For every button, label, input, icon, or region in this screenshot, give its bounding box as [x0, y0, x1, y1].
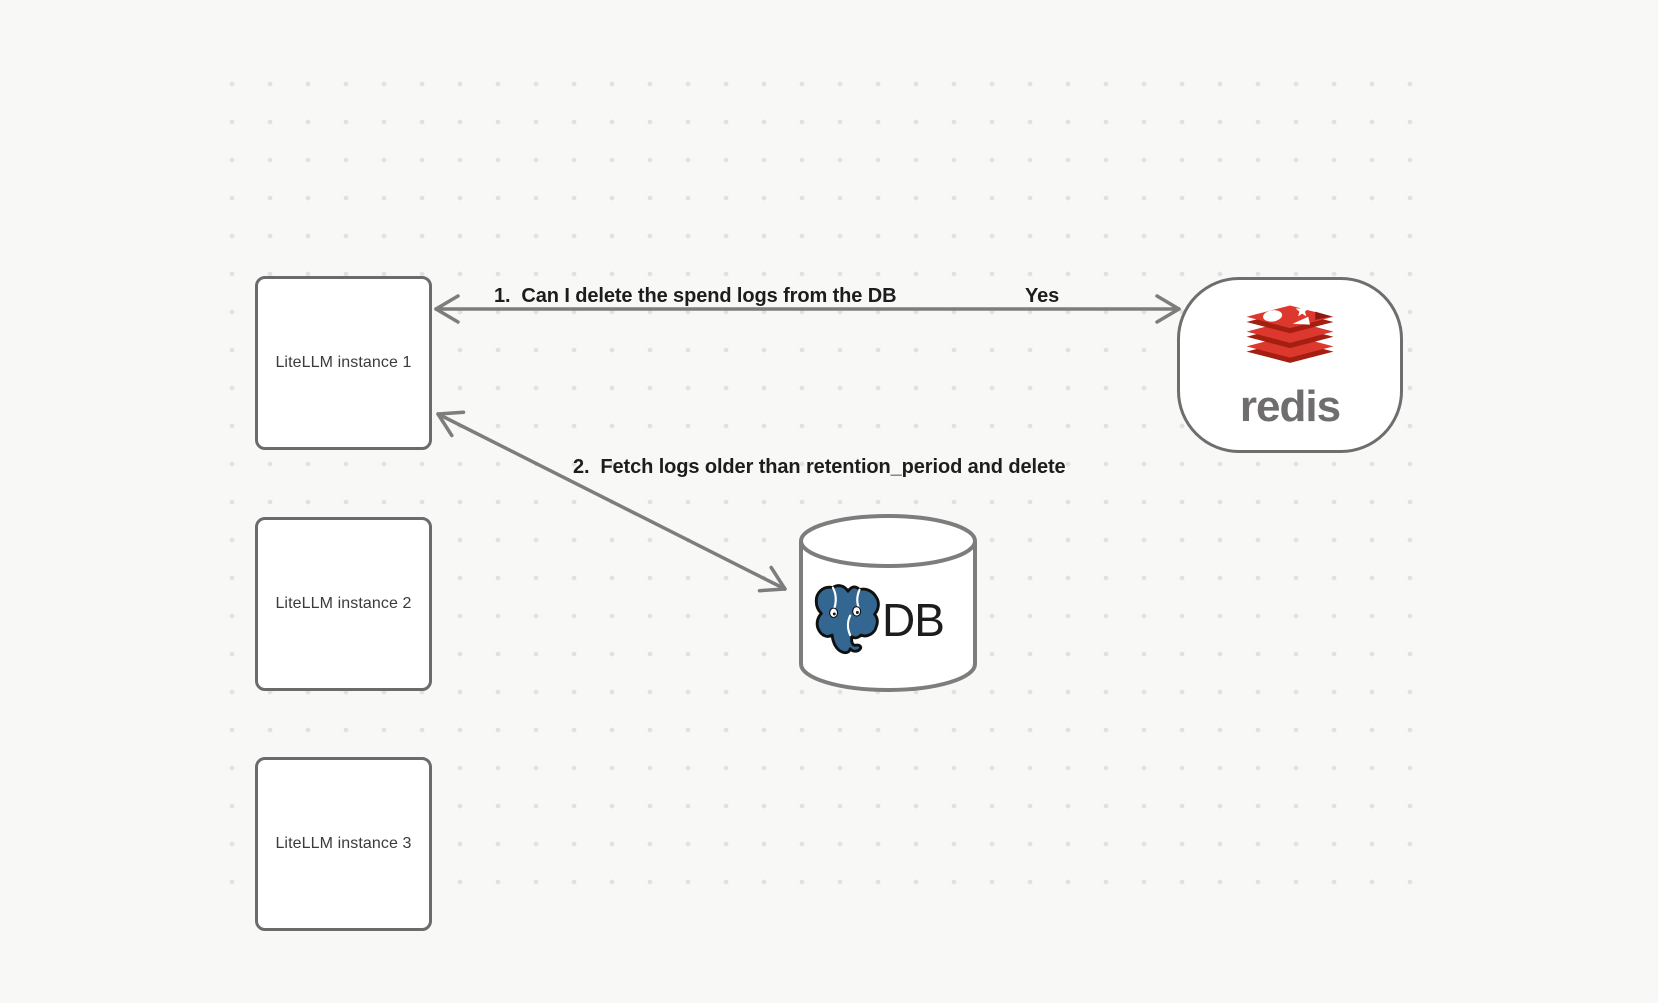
- redis-star-shape: [1295, 303, 1309, 316]
- node-redis[interactable]: redis: [1177, 277, 1403, 453]
- arrow1-label[interactable]: 1. Can I delete the spend logs from the …: [494, 285, 897, 307]
- node-litellm-instance-3[interactable]: LiteLLM instance 3: [255, 757, 432, 931]
- redis-stack-logo-icon: [1246, 303, 1334, 363]
- arrow-litellm1-db[interactable]: [436, 410, 787, 593]
- postgresql-elephant-icon: [814, 584, 880, 655]
- litellm-instance-3-label: LiteLLM instance 3: [275, 835, 412, 852]
- arrow-litellm1-redis[interactable]: [434, 294, 1181, 324]
- arrow1-response-label[interactable]: Yes: [1025, 285, 1060, 307]
- node-litellm-instance-2[interactable]: LiteLLM instance 2: [255, 517, 432, 691]
- db-node-label: DB: [882, 594, 945, 646]
- litellm-instance-2-label: LiteLLM instance 2: [275, 595, 412, 612]
- litellm-instance-1-label: LiteLLM instance 1: [275, 354, 412, 371]
- node-litellm-instance-1[interactable]: LiteLLM instance 1: [255, 276, 432, 450]
- redis-wordmark: redis: [1239, 381, 1341, 431]
- arrow2-label[interactable]: 2. Fetch logs older than retention_perio…: [573, 456, 1066, 478]
